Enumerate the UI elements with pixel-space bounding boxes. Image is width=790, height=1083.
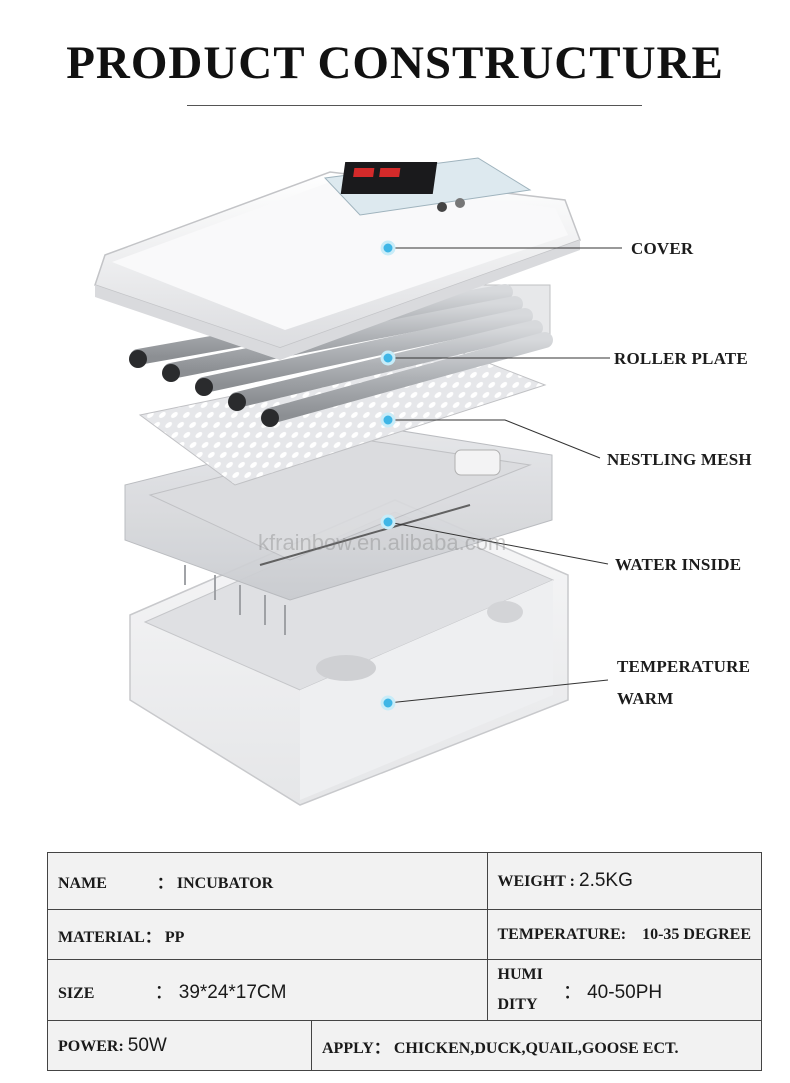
spec-temperature-cell: TEMPERATURE: 10-35 DEGREE <box>486 909 762 960</box>
callout-cover: COVER <box>631 239 694 258</box>
callout-warm: WARM <box>617 689 674 708</box>
spec-humidity-value: ： 40-50PH <box>562 981 663 1003</box>
spec-weight-label: WEIGHT : <box>497 873 576 890</box>
control-panel <box>323 157 532 216</box>
spec-material-cell: MATERIAL： PP <box>47 909 488 960</box>
spec-humidity-cell: HUMI DITY ： 40-50PH <box>486 959 762 1021</box>
spec-temperature-value: 10-35 DEGREE <box>642 925 751 943</box>
spec-weight-cell: WEIGHT : 2.5KG <box>486 852 762 910</box>
spec-size-cell: SIZE ： 39*24*17CM <box>47 959 488 1021</box>
callout-temperature: TEMPERATURE <box>617 657 751 676</box>
spec-material-value: PP <box>164 928 185 946</box>
callout-lines <box>387 247 622 704</box>
table-row: NAME ： INCUBATOR WEIGHT : 2.5KG <box>47 852 762 910</box>
spec-apply-label: APPLY： <box>322 1039 390 1057</box>
spec-power-cell: POWER: 50W <box>47 1020 312 1071</box>
spec-name-cell: NAME ： INCUBATOR <box>47 852 488 910</box>
callout-nestling-mesh: NESTLING MESH <box>607 450 752 469</box>
spec-size-value: ： 39*24*17CM <box>154 981 287 1003</box>
title-divider <box>187 105 642 106</box>
spec-size-label: SIZE <box>58 984 95 1002</box>
spec-power-value: 50W <box>127 1034 167 1056</box>
spec-apply-value: CHICKEN,DUCK,QUAIL,GOOSE ECT. <box>393 1039 679 1057</box>
temperature-callout-dot <box>380 695 396 711</box>
page-title: PRODUCT CONSTRUCTURE <box>66 37 724 89</box>
spec-temperature-label: TEMPERATURE: <box>497 925 627 943</box>
spec-apply-cell: APPLY： CHICKEN,DUCK,QUAIL,GOOSE ECT. <box>311 1020 762 1071</box>
watermark: kfrainbow.en.alibaba.com <box>258 530 507 555</box>
nestling-mesh-callout-dot <box>380 412 396 428</box>
incubator-cover <box>94 157 581 360</box>
callout-water-inside: WATER INSIDE <box>615 555 742 574</box>
spec-power-label: POWER: <box>58 1037 124 1055</box>
table-row: MATERIAL： PP TEMPERATURE: 10-35 DEGREE <box>47 909 762 960</box>
spec-table: NAME ： INCUBATOR WEIGHT : 2.5KG MATERIAL… <box>47 852 762 1071</box>
spec-name-label: NAME <box>58 875 107 892</box>
spec-humidity-label-1: HUMI <box>497 966 543 983</box>
cover-callout-dot <box>380 240 396 256</box>
table-row: SIZE ： 39*24*17CM HUMI DITY ： 40-50PH <box>47 959 762 1021</box>
spec-name-value: ： INCUBATOR <box>156 875 274 892</box>
incubator-exploded-diagram <box>94 157 622 806</box>
table-row: POWER: 50W APPLY： CHICKEN,DUCK,QUAIL,GOO… <box>47 1020 762 1071</box>
roller-plate-callout-dot <box>380 350 396 366</box>
water-inside-callout-dot <box>380 514 396 530</box>
spec-weight-value: 2.5KG <box>579 870 633 891</box>
spec-humidity-label-2: DITY <box>497 996 538 1013</box>
callout-roller-plate: ROLLER PLATE <box>614 349 748 368</box>
spec-material-label: MATERIAL： <box>58 928 161 946</box>
